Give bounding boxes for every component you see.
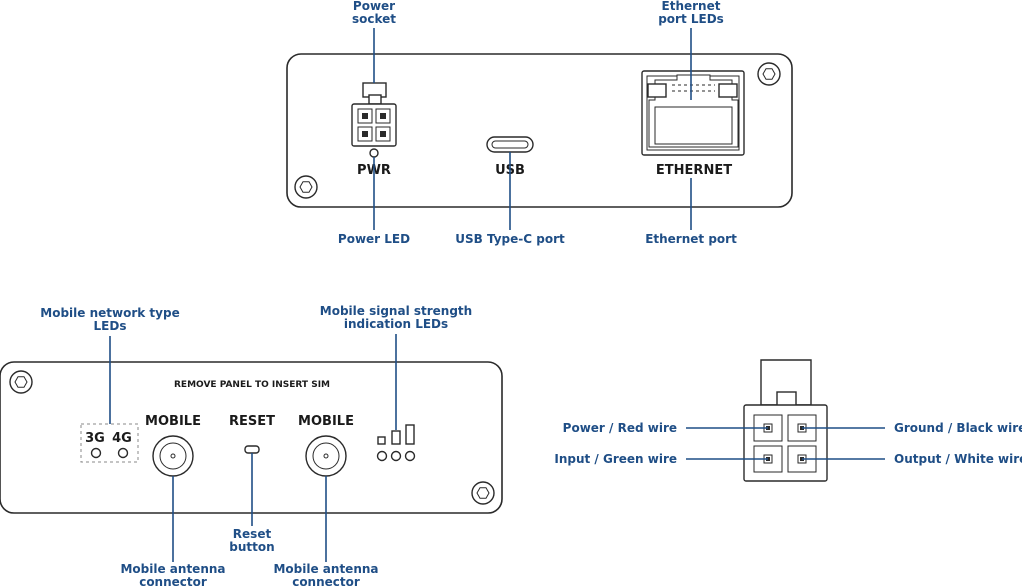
callout-antenna-left-line2: connector: [139, 575, 207, 587]
callout-reset-line1: Reset: [233, 527, 272, 541]
power-led: [369, 148, 379, 158]
led-3g-label: 3G: [85, 431, 105, 446]
mobile-right-label: MOBILE: [298, 414, 354, 429]
pinout-callouts: Power / Red wire Input / Green wire Grou…: [554, 421, 1022, 466]
ethernet-label: ETHERNET: [656, 163, 732, 178]
ethernet-led-left: [647, 83, 667, 98]
ethernet-led-right: [718, 83, 738, 98]
callout-antenna-right-line2: connector: [292, 575, 360, 587]
callout-power-led: Power LED: [338, 232, 410, 246]
power-connector-pinout: [743, 359, 828, 482]
reset-button: [244, 445, 260, 454]
screw-icon: [9, 370, 33, 394]
led-4g: [117, 447, 129, 459]
callout-signal-strength-line2: indication LEDs: [344, 317, 448, 331]
callout-network-type-line2: LEDs: [94, 319, 127, 333]
callout-power-red: Power / Red wire: [563, 421, 677, 435]
callout-power-socket-line2: socket: [352, 12, 396, 26]
front-panel: PWR USB ETHERNET: [286, 53, 793, 208]
reset-label: RESET: [229, 414, 275, 429]
callout-ethernet-port: Ethernet port: [645, 232, 737, 246]
mobile-antenna-connector-right: [305, 435, 347, 477]
callout-network-type-line1: Mobile network type: [40, 306, 179, 320]
mobile-antenna-connector-left: [152, 435, 194, 477]
usb-typec-port: [486, 136, 534, 153]
mobile-left-label: MOBILE: [145, 414, 201, 429]
callout-signal-strength-line1: Mobile signal strength: [320, 304, 472, 318]
callout-antenna-left-line1: Mobile antenna: [120, 562, 225, 576]
callout-ethernet-leds-line2: port LEDs: [658, 12, 724, 26]
callout-ground-black: Ground / Black wire: [894, 421, 1022, 435]
back-panel-body: [0, 361, 503, 514]
front-callouts: Power socket Ethernet port LEDs Power LE…: [338, 0, 737, 246]
callout-power-socket-line1: Power: [353, 0, 395, 13]
callout-usb-typec: USB Type-C port: [455, 232, 565, 246]
callout-input-green: Input / Green wire: [554, 452, 677, 466]
screw-icon: [294, 175, 318, 199]
screw-icon: [757, 62, 781, 86]
callout-reset-line2: button: [229, 540, 274, 554]
network-type-led-group: [80, 423, 139, 463]
led-4g-label: 4G: [112, 431, 132, 446]
power-socket: [351, 82, 397, 147]
screw-icon: [471, 481, 495, 505]
ethernet-port: [641, 70, 745, 156]
callout-ethernet-leds-line1: Ethernet: [662, 0, 721, 13]
sim-notice: REMOVE PANEL TO INSERT SIM: [174, 380, 330, 390]
callout-antenna-right-line1: Mobile antenna: [273, 562, 378, 576]
back-callouts: Mobile network type LEDs Mobile signal s…: [40, 304, 472, 587]
back-panel: REMOVE PANEL TO INSERT SIM 3G 4G MOBILE …: [0, 361, 503, 514]
signal-strength-leds: [376, 424, 416, 462]
led-3g: [90, 447, 102, 459]
callout-output-white: Output / White wire: [894, 452, 1022, 466]
